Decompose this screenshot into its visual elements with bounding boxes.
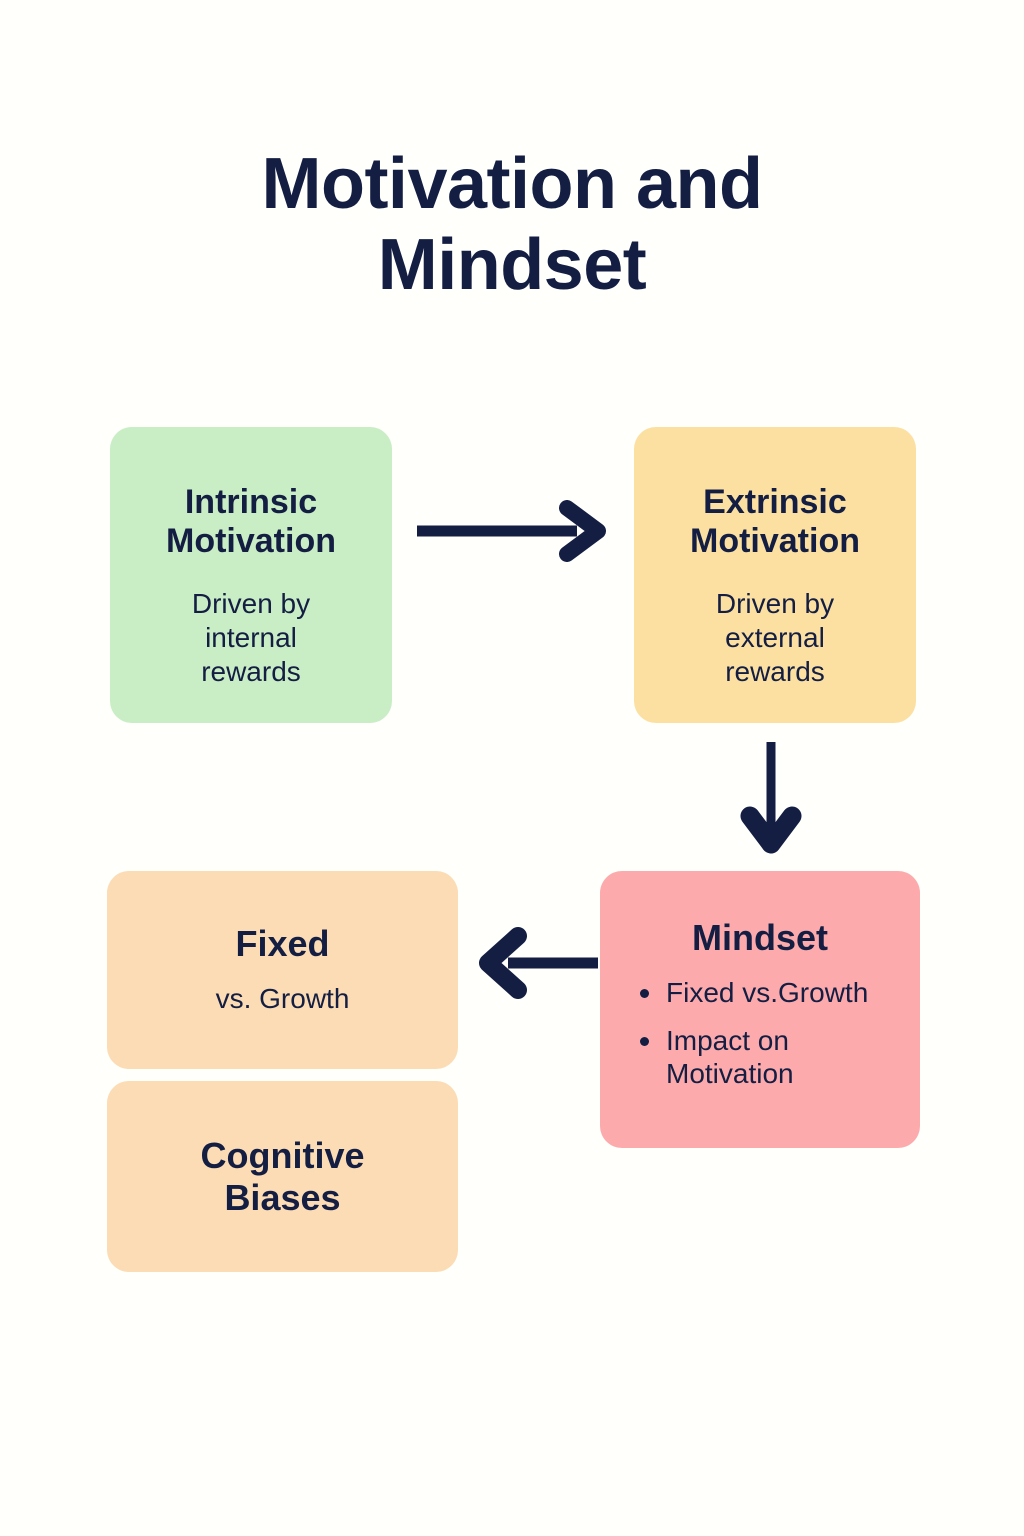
node-intrinsic-heading: Intrinsic Motivation	[166, 483, 336, 561]
node-extrinsic-heading-line-1: Extrinsic	[703, 483, 847, 522]
node-extrinsic-heading: Extrinsic Motivation	[690, 483, 860, 561]
list-item: Impact on Motivation	[640, 1024, 906, 1091]
node-mindset-heading: Mindset	[691, 917, 828, 958]
page-title-line-2: Mindset	[377, 224, 647, 305]
node-extrinsic-motivation[interactable]: Extrinsic Motivation Driven by external …	[634, 427, 916, 723]
arrow-down-icon	[740, 742, 802, 854]
node-intrinsic-subtext-line-2: internal	[205, 621, 297, 653]
node-fixed-subtext: vs. Growth	[215, 983, 350, 1015]
node-cognitive-heading: Cognitive Biases	[200, 1135, 364, 1217]
node-intrinsic-subtext-line-1: Driven by	[191, 587, 311, 619]
node-mindset[interactable]: Mindset Fixed vs.Growth Impact on Motiva…	[600, 871, 920, 1148]
node-extrinsic-subtext-line-1: Driven by	[715, 587, 835, 619]
node-fixed-vs-growth[interactable]: Fixed vs. Growth	[107, 871, 458, 1069]
list-item: Fixed vs.Growth	[640, 976, 906, 1010]
node-fixed-heading: Fixed	[235, 923, 330, 965]
arrow-right-icon	[417, 500, 606, 562]
node-cognitive-biases[interactable]: Cognitive Biases	[107, 1081, 458, 1272]
node-cognitive-heading-line-1: Cognitive	[200, 1135, 365, 1177]
node-extrinsic-subtext-line-2: external	[725, 621, 825, 653]
node-intrinsic-motivation[interactable]: Intrinsic Motivation Driven by internal …	[110, 427, 392, 723]
node-cognitive-heading-line-2: Biases	[224, 1176, 341, 1218]
node-intrinsic-subtext: Driven by internal rewards	[192, 587, 310, 689]
node-extrinsic-subtext-line-3: rewards	[725, 655, 825, 687]
node-intrinsic-heading-line-2: Motivation	[166, 521, 336, 560]
node-extrinsic-subtext: Driven by external rewards	[716, 587, 834, 689]
node-mindset-bullet-list: Fixed vs.Growth Impact on Motivation	[614, 976, 906, 1105]
node-intrinsic-subtext-line-3: rewards	[201, 655, 301, 687]
page-title-line-1: Motivation and	[261, 144, 763, 225]
arrow-left-icon	[479, 927, 598, 999]
node-extrinsic-heading-line-2: Motivation	[690, 521, 860, 560]
node-intrinsic-heading-line-1: Intrinsic	[184, 483, 318, 522]
page-title: Motivation and Mindset	[0, 144, 1024, 305]
